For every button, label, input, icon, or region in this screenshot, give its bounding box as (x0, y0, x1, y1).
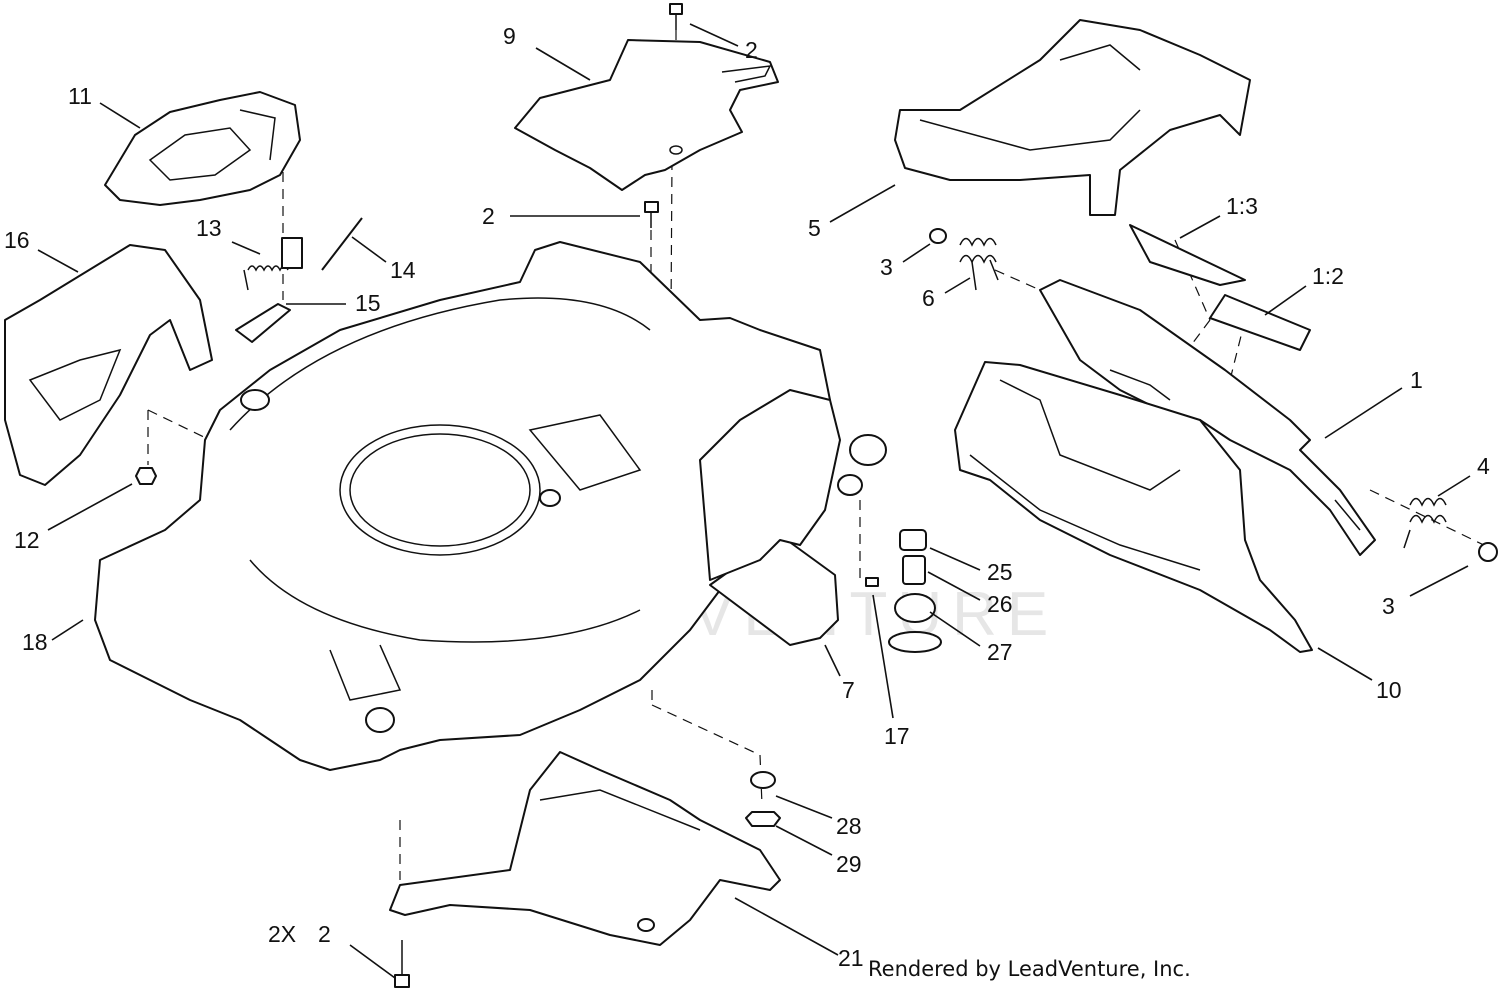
callout-9: 9 (503, 23, 516, 49)
part-26-fitting (902, 555, 926, 585)
part-7-chute-flap (699, 389, 887, 646)
callout-1: 1 (1410, 367, 1423, 393)
part-21-bottom-chute (389, 751, 781, 946)
footer-credit: Rendered by LeadVenture, Inc. (868, 957, 1191, 981)
callout-4: 4 (1477, 453, 1490, 479)
callout-1-3: 1:3 (1226, 193, 1258, 219)
decal-1-3 (1129, 224, 1246, 286)
callout-13: 13 (196, 215, 222, 241)
part-4-spring (1403, 497, 1447, 549)
callout-5: 5 (808, 215, 821, 241)
part-14-rod (321, 217, 363, 271)
callout-3-top: 3 (880, 254, 893, 280)
part-16-side-guard (4, 244, 213, 486)
callout-labels: 9 2 11 2 5 1:3 1:2 16 13 14 15 3 6 1 4 3… (4, 23, 1490, 971)
part-13-spring (243, 237, 303, 291)
callout-29: 29 (836, 851, 862, 877)
callout-14: 14 (390, 257, 416, 283)
screw-icon (669, 3, 683, 30)
part-27-nut (888, 593, 942, 653)
nut-icon (135, 467, 157, 485)
part-18-deck (94, 241, 831, 771)
decal-1-2 (1209, 294, 1311, 351)
screw-icon (644, 201, 659, 228)
callout-12: 12 (14, 527, 40, 553)
callout-21: 21 (838, 945, 864, 971)
part-5-rear-housing (894, 19, 1251, 216)
callout-2x: 2X (268, 921, 296, 947)
callout-18: 18 (22, 629, 48, 655)
callout-3-bottom: 3 (1382, 593, 1395, 619)
washer-icon (1478, 542, 1498, 562)
callout-2-bottom: 2 (318, 921, 331, 947)
part-11-cover (104, 91, 301, 206)
callout-6: 6 (922, 285, 935, 311)
part-15-bracket (235, 303, 291, 343)
part-6-spring (959, 237, 999, 291)
callout-27: 27 (987, 639, 1013, 665)
part-9-plate (514, 39, 779, 191)
washer-icon (750, 771, 776, 789)
screw-icon (394, 940, 410, 988)
callout-2-mid: 2 (482, 203, 495, 229)
washer-icon (929, 228, 947, 244)
callout-17: 17 (884, 723, 910, 749)
part-10-rear-flap (954, 361, 1313, 653)
callout-10: 10 (1376, 677, 1402, 703)
callout-15: 15 (355, 290, 381, 316)
callout-7: 7 (842, 677, 855, 703)
callout-26: 26 (987, 591, 1013, 617)
callout-25: 25 (987, 559, 1013, 585)
leader-lines (37, 23, 1471, 979)
callout-11: 11 (68, 83, 92, 109)
callout-1-2: 1:2 (1312, 263, 1344, 289)
callout-28: 28 (836, 813, 862, 839)
nut-icon (745, 811, 781, 827)
callout-2-top: 2 (745, 37, 758, 63)
callout-16: 16 (4, 227, 30, 253)
part-25-cap (899, 529, 927, 551)
screw-icon (865, 577, 879, 587)
